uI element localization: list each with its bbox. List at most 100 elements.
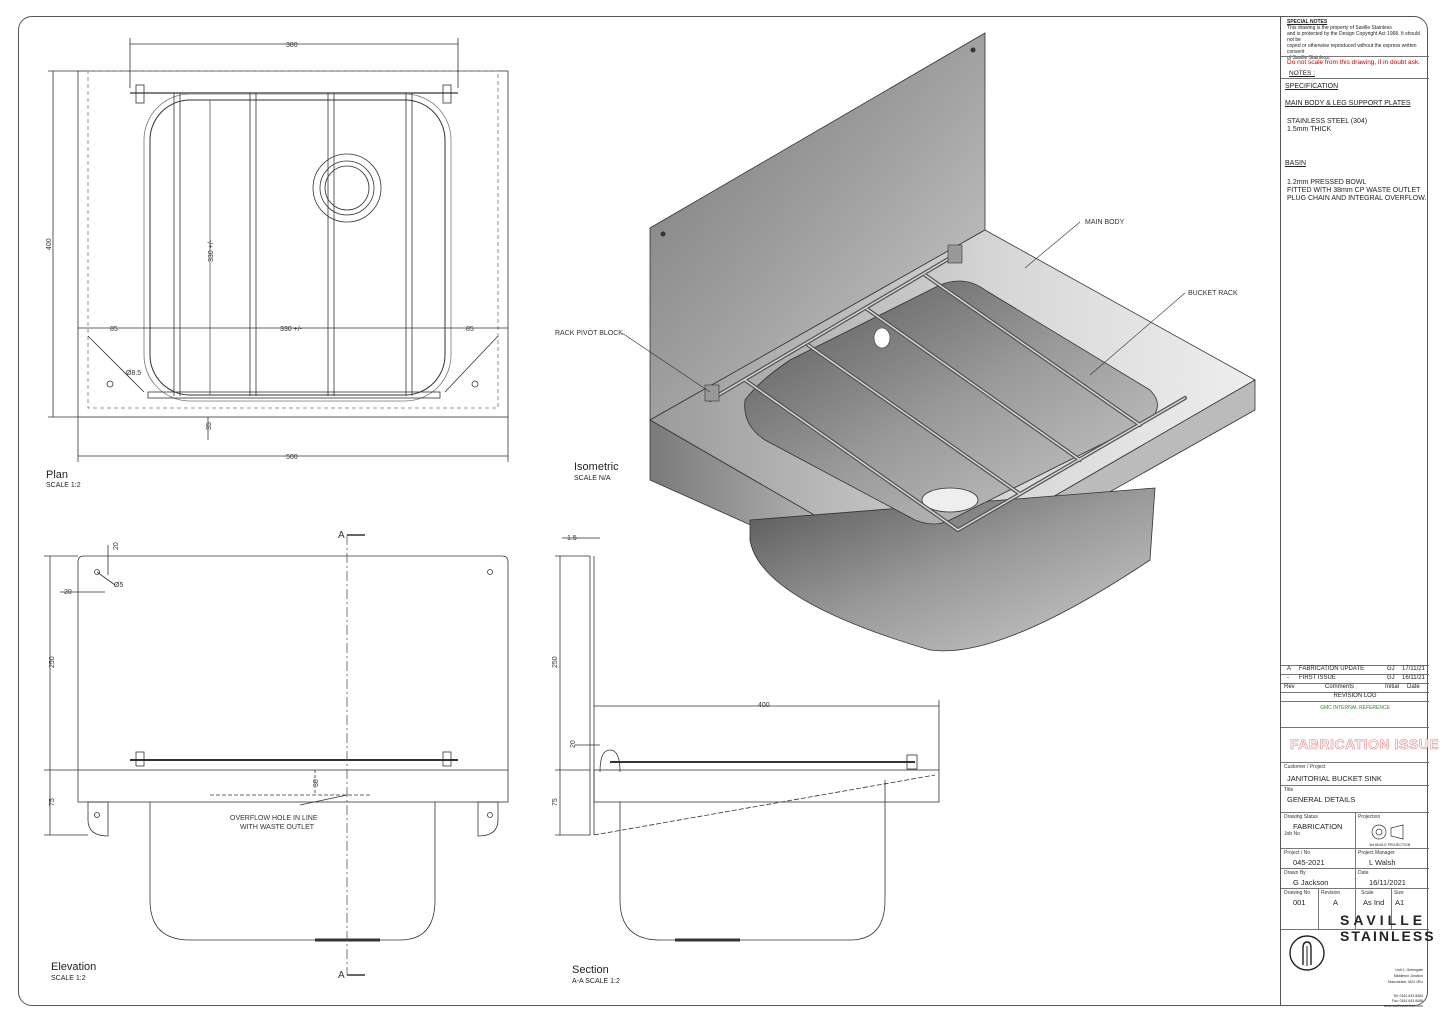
main-body-spec-line: STAINLESS STEEL (304) [1287,118,1368,125]
basin-spec-line: PLUG CHAIN AND INTEGRAL OVERFLOW. [1287,195,1427,202]
title-label: Title [1284,787,1294,793]
company-logo-icon [1287,933,1327,973]
section-marker-a-top: A [338,530,345,541]
revision-row: - FIRST ISSUE GJ 16/11/21 [1287,675,1425,681]
elev-dim-75: 75 [49,798,56,806]
sect-dim-1-5: 1.5 [567,535,577,542]
drawing-title: GENERAL DETAILS [1287,795,1356,804]
elevation-backsplash [77,555,509,770]
callout-bucket-rack: BUCKET RACK [1188,290,1238,297]
dim-85-left: 85 [110,326,118,333]
special-notes-title: SPECIAL NOTES [1287,19,1328,25]
dim-85-right: 85 [466,326,474,333]
elevation-view-title: Elevation [51,961,97,973]
waste-outlet [312,153,382,223]
sect-dim-20: 20 [570,740,577,748]
special-notes-line: This drawing is the property of Saville … [1287,25,1392,31]
special-notes-line: and is protected by the Design Copyright… [1287,31,1420,43]
special-notes-line: coped or otherwise reproduced without th… [1287,43,1417,55]
sect-dim-400: 400 [758,702,770,709]
dim-hole-85: Ø8.5 [126,370,141,377]
drawing-no-label: Drawing No [1284,890,1311,896]
section-view-title: Section [572,964,609,976]
callout-rack-pivot-block: RACK PIVOT BLOCK [555,330,623,337]
project-manager-label: Project Manager [1358,850,1395,856]
dim-400: 400 [46,238,53,250]
title-block: SPECIAL NOTES This drawing is the proper… [1280,17,1429,1008]
internal-reference: GMC INTERNAL REFERENCE [1320,705,1390,711]
dim-330-h: 330 +/- [280,326,303,333]
job-no-label: Job No [1284,831,1300,837]
basin-spec-line: FITTED WITH 38mm CP WASTE OUTLET [1287,187,1421,194]
scale-label: Scale [1361,890,1374,896]
callout-overflow-1: OVERFLOW HOLE IN LINE [230,815,318,822]
drawing-date: 16/11/2021 [1369,878,1406,887]
elevation-view [44,534,509,976]
scale-value: As Ind [1363,898,1385,907]
project-manager: L Walsh [1369,858,1396,867]
plan-view [48,38,509,462]
elev-dim-5: Ø5 [114,582,123,589]
no-scale-warning: Do not scale from this drawing, if in do… [1287,59,1420,66]
company-name: SAVILLE STAINLESS [1340,912,1436,944]
company-name-line-2: STAINLESS [1340,928,1436,944]
fabrication-issue-stamp: FABRICATION ISSUE [1290,736,1440,753]
iso-pivot-block [704,384,720,402]
elev-dim-250: 250 [49,656,56,668]
elev-dim-20b: 20 [64,589,72,596]
projection-symbol-icon [1369,822,1409,842]
main-body-spec-line: 1.5mm THICK [1287,126,1332,133]
section-marker-a-bottom: A [338,970,345,981]
plan-view-scale: SCALE 1:2 [46,482,81,489]
customer-label: Customer / Project [1284,764,1326,770]
bucket-rack-bars [173,93,413,396]
main-body-spec-title: MAIN BODY & LEG SUPPORT PLATES [1285,100,1411,107]
elevation-view-scale: SCALE 1:2 [51,975,86,982]
dim-380: 380 [286,42,298,49]
dim-500: 500 [286,454,298,461]
section-view-scale: A-A SCALE 1:2 [572,978,620,985]
section-view [555,537,940,942]
iso-bowl [744,280,1158,525]
project-name: JANITORIAL BUCKET SINK [1287,774,1382,783]
projection-note: 3rd ANGLE PROJECTION [1369,843,1411,847]
iso-waste-outlet [921,487,979,513]
drawn-by: G Jackson [1293,878,1329,887]
elev-dim-20a: 20 [113,542,120,550]
callout-main-body: MAIN BODY [1085,219,1125,226]
special-notes-line: of Saville Stainless. [1287,55,1331,61]
isometric-view [621,32,1256,652]
company-address: Unit 1, Greengate Middleton Junction Man… [1388,968,1423,984]
revision-value: A [1333,898,1339,907]
fixing-hole [106,380,114,388]
specification-title: SPECIFICATION [1285,83,1339,90]
dim-330-v: 330 +/- [208,239,215,262]
projection-label: Projection [1358,814,1381,820]
drawing-no: 001 [1293,898,1306,907]
revision-log-label: REVISION LOG [1333,693,1377,699]
project-no: 045-2021 [1293,858,1325,867]
revision-header: Rev Comments Initial Date [1284,684,1420,690]
date-label: Date [1358,870,1369,876]
sect-dim-250: 250 [552,656,559,668]
status-label: Drawing Status [1284,814,1318,820]
plan-view-title: Plan [46,469,69,481]
size-value: A1 [1395,898,1405,907]
drawing-status: FABRICATION [1293,822,1343,831]
notes-label: NOTES : [1289,70,1316,77]
sect-dim-75: 75 [552,798,559,806]
basin-spec-title: BASIN [1285,160,1307,167]
drawn-by-label: Drawn By [1284,870,1306,876]
isometric-view-scale: SCALE N/A [574,475,611,482]
company-contact: Tel: 0161 643 8484 Fax: 0161 643 8488 ww… [1383,994,1423,1008]
revision-row: A FABRICATION UPDATE GJ 17/11/21 [1287,666,1425,672]
isometric-view-title: Isometric [574,461,619,473]
drawing-sheet-border [18,16,1428,1006]
elev-dim-30: 30 [313,779,320,787]
revision-label: Revision [1321,890,1341,896]
dim-35: 35 [206,422,213,430]
project-no-label: Project / No [1284,850,1311,856]
size-label: Size [1394,890,1404,896]
basin-spec-line: 1.2mm PRESSED BOWL [1287,179,1367,186]
